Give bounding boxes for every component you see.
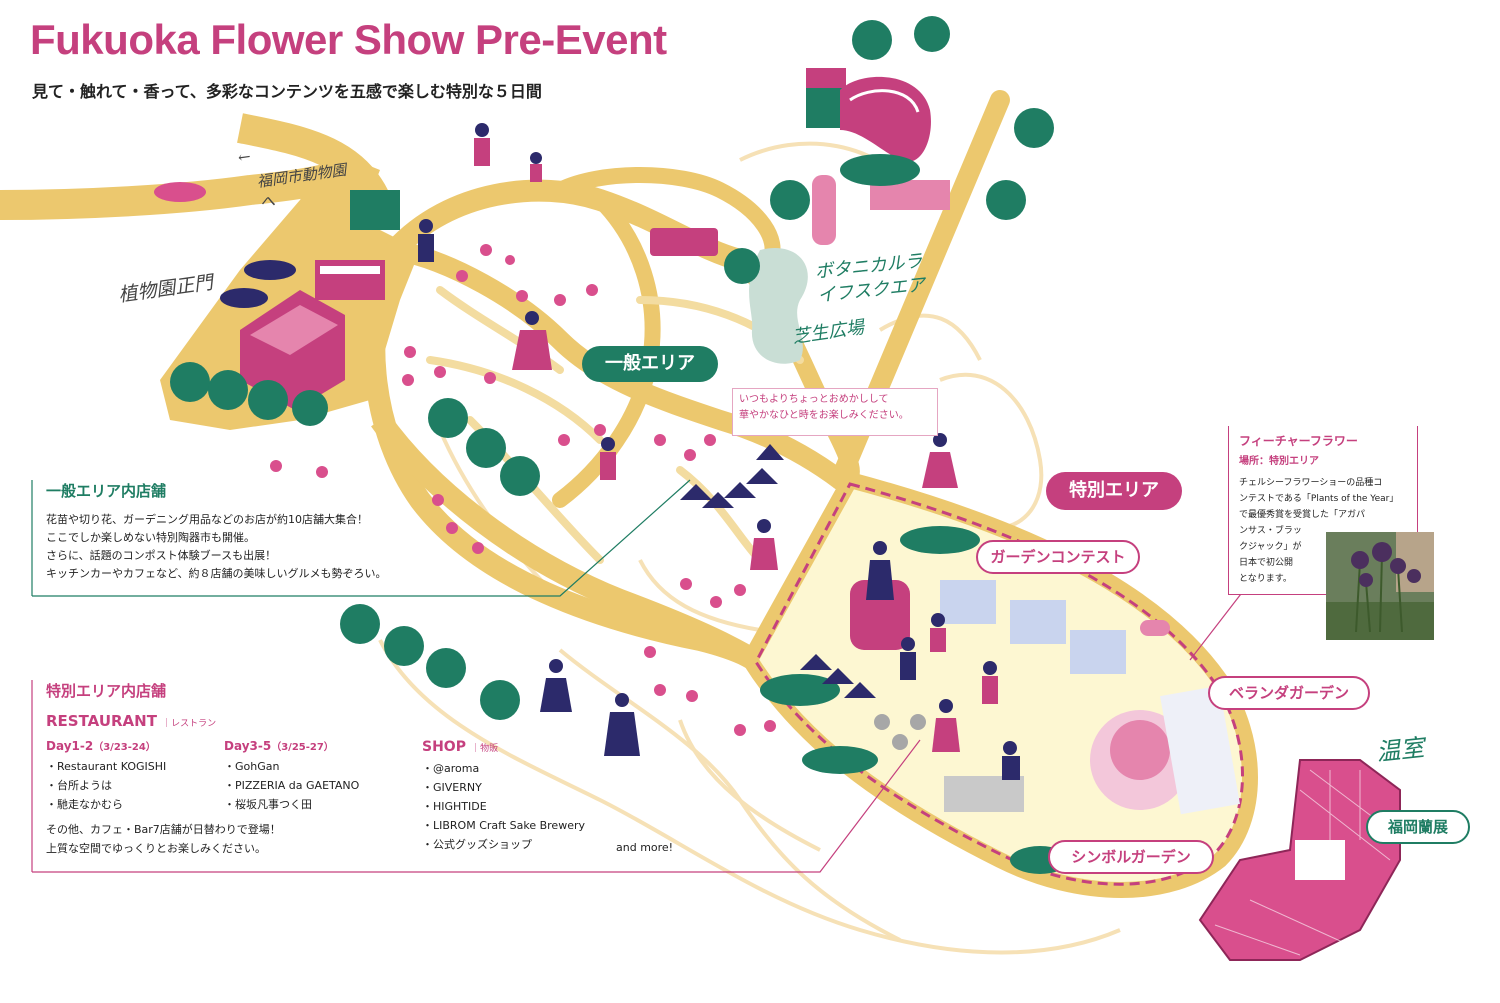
feature-location: 場所：特別エリア [1239,456,1319,467]
day12-list: ・Restaurant KOGISHI ・台所ようは ・馳走なかむら [46,757,166,814]
feature-line: で最優秀賞を受賞した「アガパ [1239,510,1366,520]
list-item: ・LIBROM Craft Sake Brewery [422,819,585,832]
general-shops-title: 一般エリア内店舗 [46,482,167,500]
list-item: ・HIGHTIDE [422,800,487,813]
feature-line: 日本で初公開 [1239,558,1294,568]
lawn-plaza [749,248,808,364]
agapanthus-photo [1326,532,1434,640]
restaurant-sub: ｜レストラン [162,719,217,729]
list-item: ・馳走なかむら [46,798,123,811]
list-item: ・@aroma [422,762,480,775]
restaurant-sub-text: レストラン [171,719,217,729]
special-shops-title: 特別エリア内店舗 [46,682,167,700]
feature-line: となります。 [1239,574,1292,584]
special-area-border [754,482,1244,886]
pointer-lines [31,479,1245,873]
restaurant-note-2: 上質な空間でゆっくりとお楽しみください。 [46,842,266,855]
shop-label: SHOP [422,739,466,755]
garden-contest-label: ガーデンコンテスト [976,540,1140,574]
day12-column: Day1-2（3/23-24） ・Restaurant KOGISHI ・台所よ… [46,738,166,814]
day35-list: ・GohGan ・PIZZERIA da GAETANO ・桜坂凡事つく田 [224,757,359,814]
list-item: ・PIZZERIA da GAETANO [224,779,360,792]
people [418,123,1020,780]
general-shops-line: ここでしか楽しめない特別陶器市も開催。 [46,531,255,544]
day12-dates: （3/23-24） [93,742,156,753]
day12-heading: Day1-2（3/23-24） [46,738,166,753]
food-truck [650,228,718,256]
symbol-garden-label: シンボルガーデン [1048,840,1214,874]
special-area-label: 特別エリア [1046,472,1182,510]
feature-title: フィーチャーフラワー [1239,434,1358,448]
special-shops-panel: 特別エリア内店舗 RESTAURANT ｜レストラン Day1-2（3/23-2… [46,680,746,855]
shop-sub: ｜物販 [471,744,499,754]
feature-line: クジャック」が [1239,542,1302,552]
list-item: ・GIVERNY [422,781,482,794]
flowers [270,244,776,736]
gate-building [240,190,400,410]
feature-text: チェルシーフラワーショーの品種コ ンテストである「Plants of the Y… [1239,475,1407,587]
page-subtitle: 見て・触れて・香って、多彩なコンテンツを五感で楽しむ特別な５日間 [32,82,542,101]
feature-line: ンサス・ブラッ [1239,526,1302,536]
shop-list: ・@aroma ・GIVERNY ・HIGHTIDE ・LIBROM Craft… [422,759,585,854]
shop-column: SHOP ｜物販 ・@aroma ・GIVERNY ・HIGHTIDE ・LIB… [422,736,585,854]
callout-line-1: いつもよりちょっとおめかしして [739,394,889,405]
botanical-building [806,68,950,210]
general-shops-text: 花苗や切り花、ガーデニング用品などのお店が約10店舗大集合！ ここでしか楽しめな… [46,511,386,583]
cars [154,182,296,308]
general-shops-line: キッチンカーやカフェなど、約８店舗の美味しいグルメも勢ぞろい。 [46,567,387,580]
restaurant-heading: RESTAURANT ｜レストラン [46,711,746,730]
feature-line: チェルシーフラワーショーの品種コ [1239,478,1383,488]
lower-road [371,413,777,680]
day35-dates: （3/25-27） [271,742,334,753]
orchid-show-label: 福岡蘭展 [1366,810,1470,844]
callout-line-2: 華やかなひと時をお楽しみください。 [739,410,909,421]
callout-box: いつもよりちょっとおめかしして 華やかなひと時をお楽しみください。 [732,388,938,436]
general-shops-line: さらに、話題のコンポスト体験ブースも出展！ [46,549,277,562]
zoo-road [0,156,357,220]
general-shops-line: 花苗や切り花、ガーデニング用品などのお店が約10店舗大集合！ [46,513,368,526]
list-item: ・公式グッズショップ [422,838,532,851]
tents [680,444,876,698]
restaurant-note-1: その他、カフェ・Bar7店舗が日替わりで登場！ [46,823,281,836]
special-area-features [850,580,1240,815]
day35-heading: Day3-5（3/25-27） [224,738,359,753]
label-greenhouse: 温室 [1374,733,1426,767]
botanical-statue [812,175,836,245]
shop-heading: SHOP ｜物販 [422,736,585,755]
restaurant-label: RESTAURANT [46,712,157,730]
list-item: ・台所ようは [46,779,112,792]
page-title: Fukuoka Flower Show Pre-Event [30,16,667,63]
general-area-label: 一般エリア [582,346,718,382]
day12-label: Day1-2 [46,739,94,753]
arrow-left-icon: ← [236,147,252,167]
day35-column: Day3-5（3/25-27） ・GohGan ・PIZZERIA da GAE… [224,738,359,814]
veranda-garden-label: ベランダガーデン [1208,676,1370,710]
list-item: ・桜坂凡事つく田 [224,798,312,811]
feature-line: ンテストである「Plants of the Year」 [1239,494,1399,504]
day35-label: Day3-5 [224,739,272,753]
greenhouse-building [1198,759,1401,961]
shop-sub-text: 物販 [480,744,499,754]
and-more: and more! [616,841,674,854]
list-item: ・Restaurant KOGISHI [46,760,167,773]
general-shops-panel: 一般エリア内店舗 花苗や切り花、ガーデニング用品などのお店が約10店舗大集合！ … [46,480,386,583]
minor-paths [378,141,1121,955]
list-item: ・GohGan [224,760,280,773]
restaurant-notes: その他、カフェ・Bar7店舗が日替わりで登場！ 上質な空間でゆっくりとお楽しみく… [46,820,281,858]
